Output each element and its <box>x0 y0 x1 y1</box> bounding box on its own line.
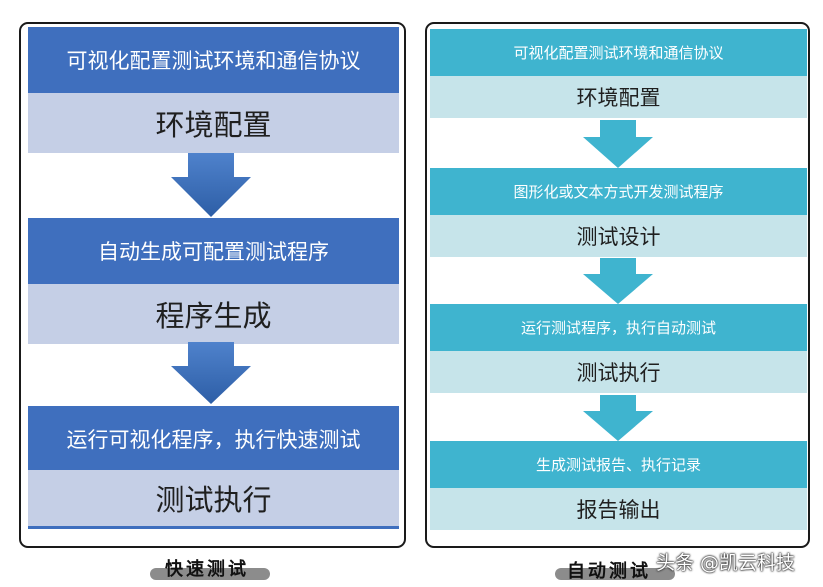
caption-underline <box>150 568 270 580</box>
caption-underline <box>555 568 675 580</box>
down-arrow-icon <box>171 342 251 404</box>
step-3-header: 运行可视化程序，执行快速测试 <box>28 406 399 472</box>
down-arrow-icon <box>583 258 653 304</box>
step-2-header: 图形化或文本方式开发测试程序 <box>430 168 807 215</box>
step-3-label: 测试执行 <box>430 351 807 393</box>
step-1-label: 环境配置 <box>430 76 807 118</box>
down-arrow-icon <box>583 120 653 168</box>
step-2-label: 程序生成 <box>28 284 399 344</box>
step-4-header: 生成测试报告、执行记录 <box>430 441 807 488</box>
step-1-header: 可视化配置测试环境和通信协议 <box>28 27 399 93</box>
auto-test-panel: 可视化配置测试环境和通信协议 环境配置 图形化或文本方式开发测试程序 测试设计 … <box>425 22 810 548</box>
step-3-header: 运行测试程序，执行自动测试 <box>430 304 807 351</box>
down-arrow-icon <box>583 395 653 441</box>
step-1-label: 环境配置 <box>28 93 399 153</box>
footer-line <box>28 526 399 529</box>
step-2-label: 测试设计 <box>430 215 807 257</box>
watermark: 头条 @凯云科技 <box>656 552 796 574</box>
down-arrow-icon <box>171 153 251 217</box>
step-3-label: 测试执行 <box>28 470 399 526</box>
step-4-label: 报告输出 <box>430 488 807 530</box>
step-1-header: 可视化配置测试环境和通信协议 <box>430 29 807 76</box>
quick-test-caption: 快速测试 <box>165 559 249 580</box>
step-2-header: 自动生成可配置测试程序 <box>28 218 399 284</box>
quick-test-panel: 可视化配置测试环境和通信协议 环境配置 自动生成可配置测试程序 程序生成 运行可… <box>19 22 406 548</box>
auto-test-caption: 自动测试 <box>567 561 651 582</box>
